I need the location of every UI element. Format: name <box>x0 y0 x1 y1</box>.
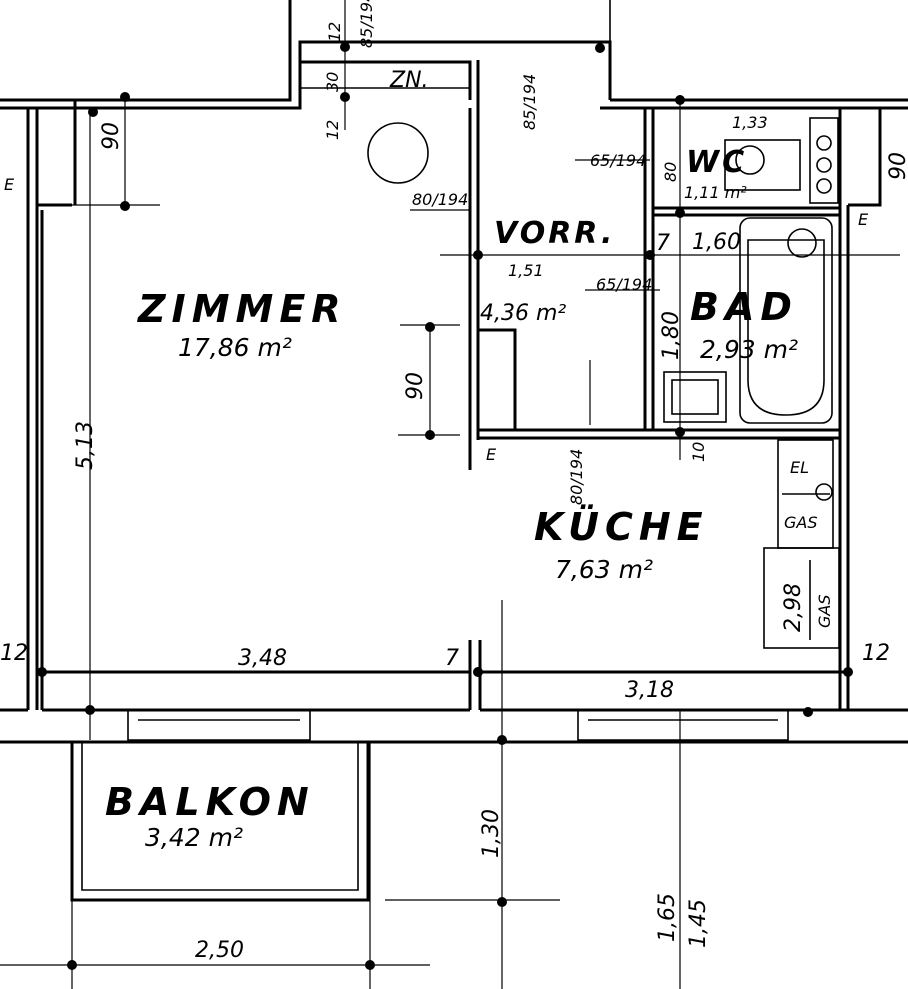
dim-kueche-width: 3,18 <box>625 678 674 703</box>
fixtures <box>367 117 840 649</box>
windows <box>127 0 789 741</box>
e-mark-2: E <box>486 445 497 464</box>
dim-zimmer-width: 3,48 <box>238 646 287 671</box>
dim-door-65-wc: 65/194 <box>590 151 646 170</box>
dim-wall-7-a: 7 <box>445 646 459 671</box>
dim-wall-12-right: 12 <box>862 641 890 666</box>
dim-wall-7-b: 7 <box>656 231 670 256</box>
dim-counter-depth: 2,98 <box>781 583 806 632</box>
el-label: EL <box>790 458 809 477</box>
dim-partial-right: 90 <box>886 152 908 180</box>
washbasin-icon <box>663 371 727 423</box>
room-area-wc: 1,11 m² <box>684 183 747 202</box>
dim-door-80-kueche: 80/194 <box>567 449 586 505</box>
room-name-bad: BAD <box>690 285 798 329</box>
dim-wall-12-left: 12 <box>0 641 28 666</box>
room-area-balkon: 3,42 m² <box>145 823 243 852</box>
walls <box>0 0 908 744</box>
room-area-zimmer: 17,86 m² <box>178 333 292 362</box>
toilet-icon <box>724 139 801 191</box>
dim-door-85-entry: 85/194 <box>520 74 539 130</box>
bathtub-icon <box>739 217 833 424</box>
room-name-vorraum: VORR. <box>494 216 615 251</box>
hob-icon <box>809 117 839 204</box>
dim-wc-80: 80 <box>661 162 680 182</box>
dim-door-80-zimmer: 80/194 <box>412 190 468 209</box>
dim-window-90-b: 90 <box>403 372 428 400</box>
room-name-balkon: BALKON <box>105 780 315 824</box>
dim-balkon-width: 2,50 <box>195 938 244 963</box>
e-mark-1: E <box>4 175 15 194</box>
dim-door-65-bad: 65/194 <box>596 275 652 294</box>
room-area-bad: 2,93 m² <box>700 335 798 364</box>
dim-sill-b: 1,45 <box>686 899 711 948</box>
dim-zimmer-depth: 5,13 <box>73 421 98 470</box>
dim-wall-30: 30 <box>323 72 342 92</box>
dim-window-90-a: 90 <box>99 122 124 150</box>
room-name-zimmer: ZIMMER <box>137 287 347 331</box>
dim-bad-depth: 1,80 <box>659 311 684 360</box>
e-mark-3: E <box>858 210 869 229</box>
room-area-kueche: 7,63 m² <box>555 555 653 584</box>
gas-label: GAS <box>784 513 818 532</box>
dim-vorr-width: 1,51 <box>508 261 544 280</box>
dim-wall-12-zn: 12 <box>323 120 342 140</box>
dim-sill-a: 1,65 <box>655 893 680 942</box>
dim-balkon-depth: 1,30 <box>479 809 504 858</box>
dim-bad-width: 1,60 <box>692 230 741 255</box>
room-name-kueche: KÜCHE <box>534 505 709 549</box>
room-name-zn: ZN. <box>389 68 429 93</box>
dimension-dots <box>37 42 853 970</box>
stove-icon <box>367 122 429 184</box>
room-name-wc: WC <box>686 145 747 180</box>
dim-wall-10: 10 <box>689 442 708 462</box>
dim-wall-12-top: 12 <box>325 22 344 42</box>
gas-heater-label: GAS <box>815 595 834 629</box>
dim-wc-width: 1,33 <box>732 113 768 132</box>
room-area-vorraum: 4,36 m² <box>480 301 566 326</box>
dim-door-85-top: 85/194 <box>357 0 376 48</box>
